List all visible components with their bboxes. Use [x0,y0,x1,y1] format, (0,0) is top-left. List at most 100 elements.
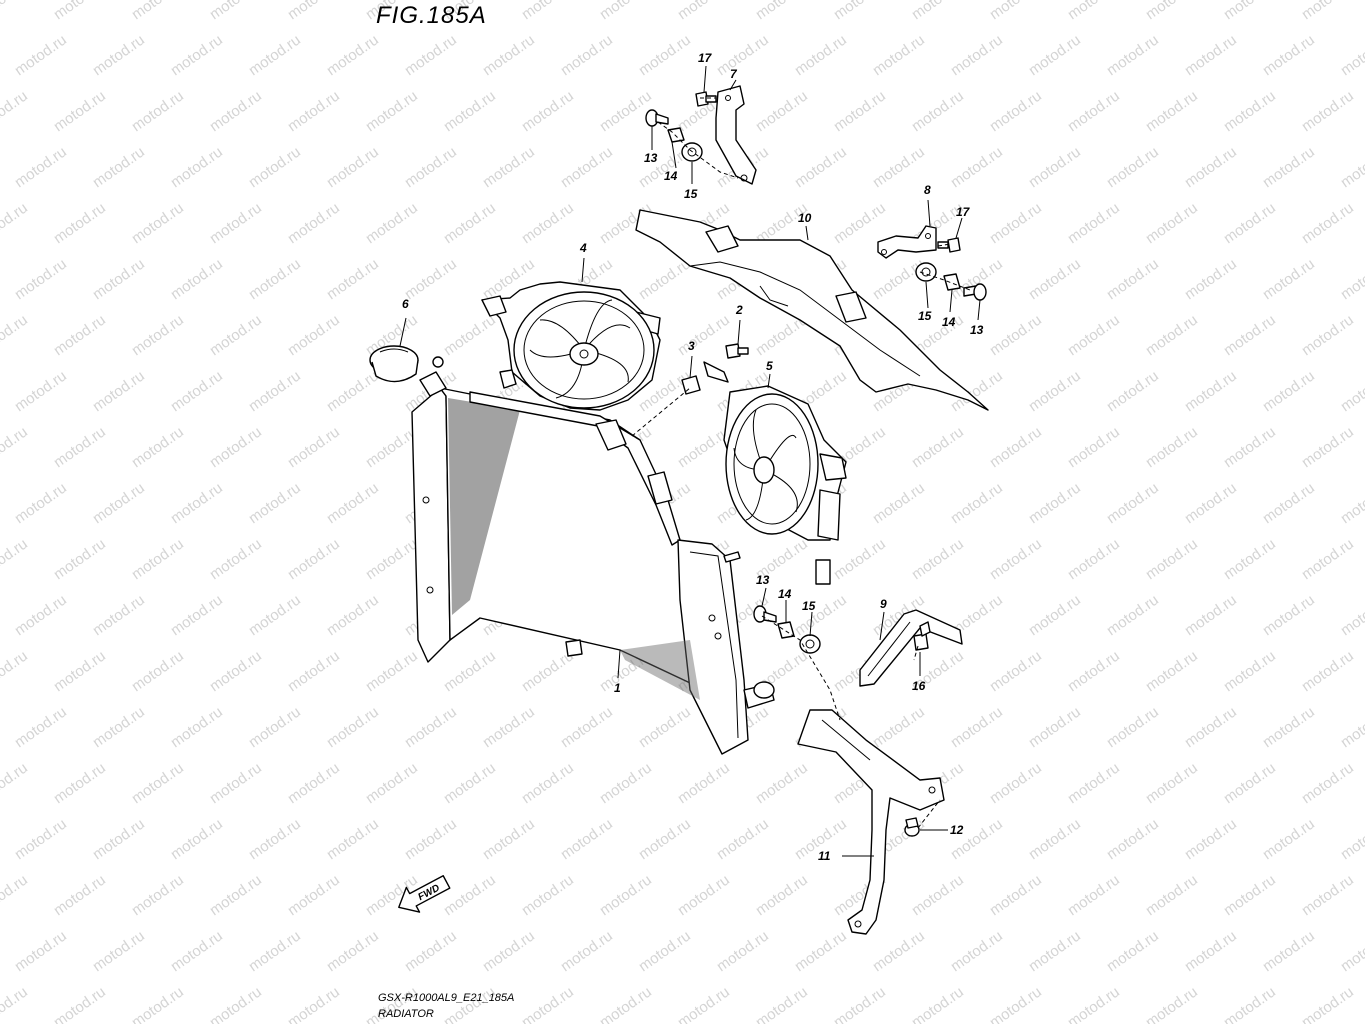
watermark-text: motod.ru [480,815,538,863]
watermark-text: motod.ru [1260,31,1318,79]
watermark-text: motod.ru [753,0,811,23]
watermark-text: motod.ru [948,927,1006,975]
watermark-text: motod.ru [1260,255,1318,303]
callout-14-top: 14 [664,169,678,183]
watermark-text: motod.ru [324,703,382,751]
watermark-text: motod.ru [441,87,499,135]
callout-12: 12 [950,823,964,837]
watermark-text: motod.ru [285,0,343,23]
watermark-text: motod.ru [792,143,850,191]
watermark-text: motod.ru [12,591,70,639]
callout-13-lower: 13 [756,573,770,587]
watermark-text: motod.ru [1299,0,1357,23]
watermark-text: motod.ru [246,703,304,751]
watermark-text: motod.ru [1143,423,1201,471]
watermark-text: motod.ru [714,815,772,863]
bracket-11 [797,709,945,935]
watermark-text: motod.ru [1182,703,1240,751]
watermark-text: motod.ru [207,87,265,135]
watermark-text: motod.ru [1065,199,1123,247]
callout-10: 10 [798,211,812,225]
watermark-text: motod.ru [0,647,31,695]
watermark-text: motod.ru [1182,479,1240,527]
watermark-text: motod.ru [1143,0,1201,23]
callout-15-top: 15 [684,187,698,201]
watermark-text: motod.ru [636,815,694,863]
watermark-text: motod.ru [1182,255,1240,303]
watermark-text: motod.ru [870,703,928,751]
watermark-text: motod.ru [0,311,31,359]
watermark-text: motod.ru [90,815,148,863]
watermark-text: motod.ru [12,815,70,863]
watermark-text: motod.ru [831,199,889,247]
watermark-text: motod.ru [168,143,226,191]
watermark-text: motod.ru [363,199,421,247]
watermark-text: motod.ru [1182,591,1240,639]
watermark-text: motod.ru [12,479,70,527]
watermark-text: motod.ru [51,311,109,359]
watermark-text: motod.ru [675,871,733,919]
watermark-text: motod.ru [1221,0,1279,23]
watermark-text: motod.ru [909,535,967,583]
watermark-text: motod.ru [0,87,31,135]
callout-11: 11 [818,849,831,863]
watermark-text: motod.ru [636,703,694,751]
watermark-text: motod.ru [519,87,577,135]
bolt-13-lower [753,605,777,623]
watermark-text: motod.ru [324,927,382,975]
watermark-text: motod.ru [246,143,304,191]
watermark-text: motod.ru [402,927,460,975]
watermark-text: motod.ru [168,703,226,751]
watermark-text: motod.ru [1299,423,1357,471]
watermark-text: motod.ru [1260,367,1318,415]
watermark-text: motod.ru [168,479,226,527]
watermark-text: motod.ru [168,927,226,975]
watermark-text: motod.ru [1299,535,1357,583]
watermark-text: motod.ru [1299,871,1357,919]
watermark-text: motod.ru [129,871,187,919]
watermark-text: motod.ru [1182,367,1240,415]
watermark-text: motod.ru [168,255,226,303]
watermark-text: motod.ru [12,31,70,79]
watermark-text: motod.ru [129,535,187,583]
nut-3 [681,375,701,395]
watermark-text: motod.ru [831,535,889,583]
watermark-text: motod.ru [480,31,538,79]
watermark-text: motod.ru [1143,199,1201,247]
watermark-text: motod.ru [324,367,382,415]
watermark-text: motod.ru [597,871,655,919]
radiator-cap [369,345,419,383]
section-name: RADIATOR [378,1008,434,1020]
watermark-text: motod.ru [1182,815,1240,863]
radiator [411,356,775,755]
watermark-text: motod.ru [558,31,616,79]
watermark-text: motod.ru [909,423,967,471]
watermark-text: motod.ru [987,871,1045,919]
callout-2: 2 [735,303,743,317]
grommet-15-right [915,262,937,282]
watermark-text: motod.ru [1026,591,1084,639]
bracket-7 [715,85,757,185]
watermark-text: motod.ru [870,143,928,191]
watermark-text: motod.ru [1338,591,1365,639]
watermark-text: motod.ru [90,703,148,751]
watermark-text: motod.ru [675,311,733,359]
watermark-text: motod.ru [1026,703,1084,751]
watermark-text: motod.ru [987,423,1045,471]
watermark-text: motod.ru [129,311,187,359]
watermark-text: motod.ru [129,87,187,135]
watermark-text: motod.ru [1299,199,1357,247]
callout-14-right: 14 [942,315,956,329]
watermark-text: motod.ru [1338,31,1365,79]
watermark-text: motod.ru [1065,311,1123,359]
watermark-text: motod.ru [1182,31,1240,79]
watermark-text: motod.ru [402,255,460,303]
watermark-text: motod.ru [0,535,31,583]
watermark-text: motod.ru [987,311,1045,359]
fan-cover [635,209,989,411]
watermark-text: motod.ru [1065,423,1123,471]
watermark-text: motod.ru [1221,423,1279,471]
watermark-text: motod.ru [1260,815,1318,863]
bracket-8 [877,225,937,259]
